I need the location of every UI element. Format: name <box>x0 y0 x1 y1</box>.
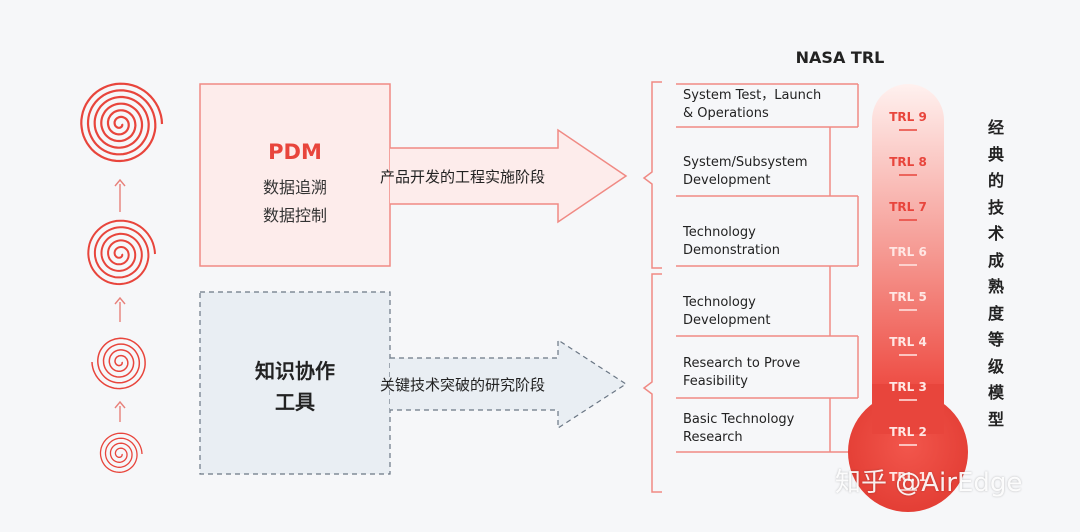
pdm-box <box>199 83 391 267</box>
research-arrow-label: 关键技术突破的研究阶段 <box>380 376 546 394</box>
stage-2: Research to Prove Feasibility <box>683 355 843 391</box>
spiral-icon <box>91 337 146 390</box>
stage-6-line1: System Test，Launch <box>683 88 822 103</box>
vertical-title-char: 型 <box>987 409 1004 429</box>
research-arrow <box>390 338 628 430</box>
up-arrow-icon <box>114 400 126 409</box>
vertical-title-char: 术 <box>987 224 1004 243</box>
spiral-icon <box>99 432 143 473</box>
up-arrow-icon <box>114 178 126 187</box>
stage-2-line2: Feasibility <box>683 374 748 389</box>
pdm-title: PDM <box>268 140 322 164</box>
vertical-title-char: 经 <box>987 118 1004 137</box>
trl-2: TRL 2 <box>889 425 927 439</box>
stage-3-line2: Development <box>683 313 771 328</box>
tool-box <box>199 291 391 475</box>
stage-1-line1: Basic Technology <box>683 412 795 427</box>
trl-7: TRL 7 <box>889 200 927 214</box>
tool-line-2: 工具 <box>275 390 315 414</box>
pdm-line-1: 数据追溯 <box>262 178 327 197</box>
vertical-title-char: 等 <box>987 330 1004 349</box>
stage-4-line2: Demonstration <box>683 243 780 258</box>
stage-connectors <box>676 83 859 453</box>
trl-4: TRL 4 <box>889 335 927 349</box>
vertical-title-char: 级 <box>987 356 1004 376</box>
vertical-title-char: 模 <box>987 383 1004 402</box>
stage-5-line2: Development <box>683 173 771 188</box>
stage-6-line2: & Operations <box>683 106 769 121</box>
pdm-line-2: 数据控制 <box>262 206 327 225</box>
brace-bottom <box>642 273 662 493</box>
vertical-title-char: 度 <box>987 303 1004 323</box>
brace-top <box>642 81 662 269</box>
trl-9: TRL 9 <box>889 110 927 124</box>
stage-6: System Test，Launch & Operations <box>683 87 843 123</box>
stage-5: System/Subsystem Development <box>683 154 843 190</box>
engineering-arrow <box>390 128 628 224</box>
trl-6: TRL 6 <box>889 245 927 259</box>
spiral-icon <box>80 82 164 163</box>
vertical-title-char: 的 <box>987 171 1004 190</box>
engineering-arrow-label: 产品开发的工程实施阶段 <box>380 168 546 186</box>
stage-4-line1: Technology <box>683 225 756 240</box>
vertical-title-char: 技 <box>987 197 1004 217</box>
spiral-progression <box>80 82 164 473</box>
stage-1-line2: Research <box>683 430 743 445</box>
thermometer-tube <box>872 84 944 464</box>
trl-8: TRL 8 <box>889 155 927 169</box>
spiral-icon <box>87 219 156 286</box>
up-arrow-icon <box>114 296 126 305</box>
stage-1: Basic Technology Research <box>683 411 843 447</box>
stage-2-line1: Research to Prove <box>683 356 801 371</box>
vertical-title-char: 成 <box>987 250 1004 270</box>
tool-line-1: 知识协作 <box>255 359 335 383</box>
trl-ticks <box>899 129 917 491</box>
vertical-title-char: 熟 <box>987 277 1004 296</box>
trl-3: TRL 3 <box>889 380 927 394</box>
nasa-trl-title: NASA TRL <box>795 48 885 67</box>
stage-3-line1: Technology <box>683 295 756 310</box>
watermark: 知乎 @AirEdge <box>835 468 1023 498</box>
trl-1: TRL 1 <box>889 470 927 484</box>
vertical-title-char: 典 <box>987 144 1004 164</box>
trl-5: TRL 5 <box>889 290 927 304</box>
stage-4: Technology Demonstration <box>683 224 843 260</box>
stage-5-line1: System/Subsystem <box>683 155 808 170</box>
thermometer-neck <box>872 384 944 434</box>
stage-3: Technology Development <box>683 294 843 330</box>
